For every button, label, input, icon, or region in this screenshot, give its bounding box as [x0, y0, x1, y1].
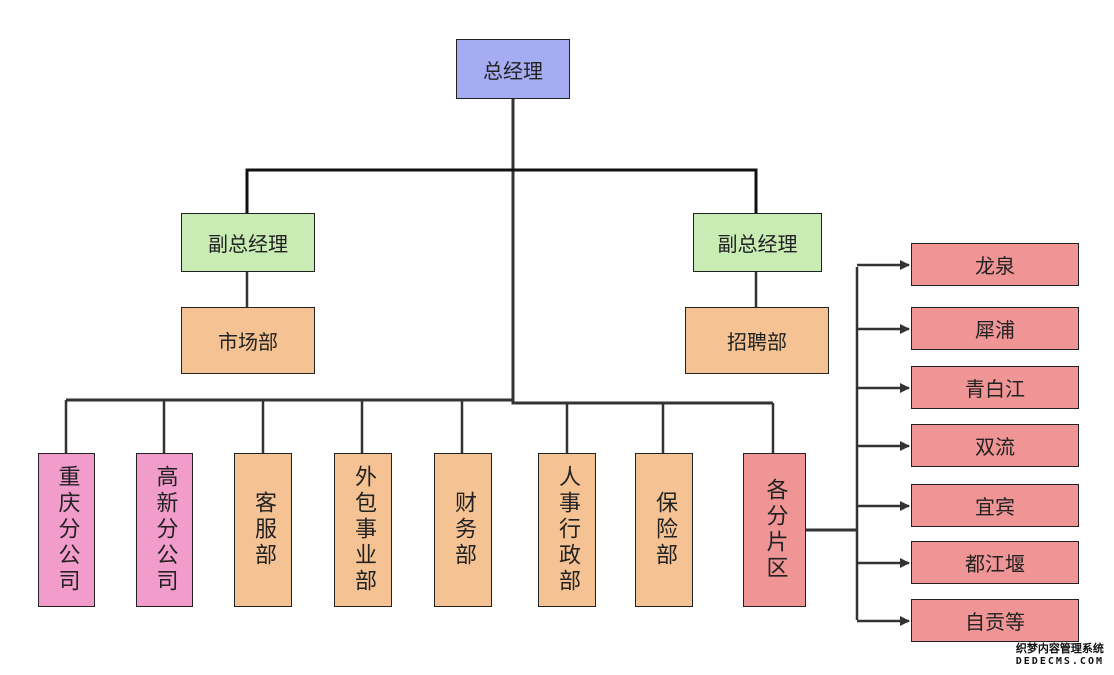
- deputy-bar: [245, 168, 758, 214]
- region-label: 双流: [975, 435, 1015, 459]
- department-node-gaoxin[interactable]: 高新分公司: [136, 453, 193, 607]
- department-node-chongqing[interactable]: 重庆分公司: [38, 453, 95, 607]
- market-dept-node[interactable]: 市场部: [181, 307, 315, 374]
- watermark: 织梦内容管理系统 DEDECMS.COM: [1016, 640, 1104, 667]
- region-label: 龙泉: [975, 254, 1015, 278]
- watermark-title: 织梦内容管理系统: [1015, 642, 1104, 655]
- region-label: 自贡等: [965, 610, 1025, 634]
- deputy-manager-label: 副总经理: [208, 232, 288, 256]
- region-node[interactable]: 双流: [911, 424, 1079, 467]
- department-label: 保险部: [652, 491, 677, 569]
- general-manager-node[interactable]: 总经理: [456, 39, 570, 99]
- department-label: 外包事业部: [351, 465, 376, 595]
- deputy-manager-node-right[interactable]: 副总经理: [693, 213, 822, 272]
- region-label: 青白江: [965, 377, 1025, 401]
- deputy-manager-label: 副总经理: [717, 232, 798, 256]
- department-node-renshi[interactable]: 人事行政部: [538, 453, 596, 607]
- department-node-caiwu[interactable]: 财务部: [434, 453, 492, 607]
- recruitment-dept-label: 招聘部: [727, 330, 787, 354]
- region-node[interactable]: 青白江: [911, 366, 1079, 409]
- watermark-url: DEDECMS.COM: [1015, 656, 1104, 667]
- department-node-kefu[interactable]: 客服部: [234, 453, 292, 607]
- region-node[interactable]: 龙泉: [911, 243, 1079, 286]
- region-label: 犀浦: [975, 318, 1015, 342]
- department-label: 财务部: [451, 491, 476, 569]
- deputy-manager-node-left[interactable]: 副总经理: [181, 213, 315, 272]
- department-label: 客服部: [251, 491, 276, 569]
- department-bar: [66, 398, 773, 405]
- recruitment-dept-node[interactable]: 招聘部: [685, 307, 829, 374]
- market-dept-label: 市场部: [218, 330, 278, 354]
- department-node-regions[interactable]: 各分片区: [743, 453, 806, 607]
- region-node[interactable]: 都江堰: [911, 541, 1079, 584]
- department-node-waibao[interactable]: 外包事业部: [334, 453, 392, 607]
- department-label: 人事行政部: [555, 465, 580, 595]
- general-manager-label: 总经理: [483, 58, 543, 83]
- department-node-baoxian[interactable]: 保险部: [635, 453, 693, 607]
- region-node[interactable]: 犀浦: [911, 307, 1079, 350]
- department-label: 各分片区: [762, 478, 788, 582]
- department-label: 高新分公司: [152, 465, 178, 595]
- region-node[interactable]: 自贡等: [911, 599, 1079, 642]
- department-label: 重庆分公司: [54, 465, 80, 595]
- region-label: 宜宾: [975, 495, 1015, 519]
- region-node[interactable]: 宜宾: [911, 484, 1079, 527]
- region-label: 都江堰: [965, 552, 1025, 576]
